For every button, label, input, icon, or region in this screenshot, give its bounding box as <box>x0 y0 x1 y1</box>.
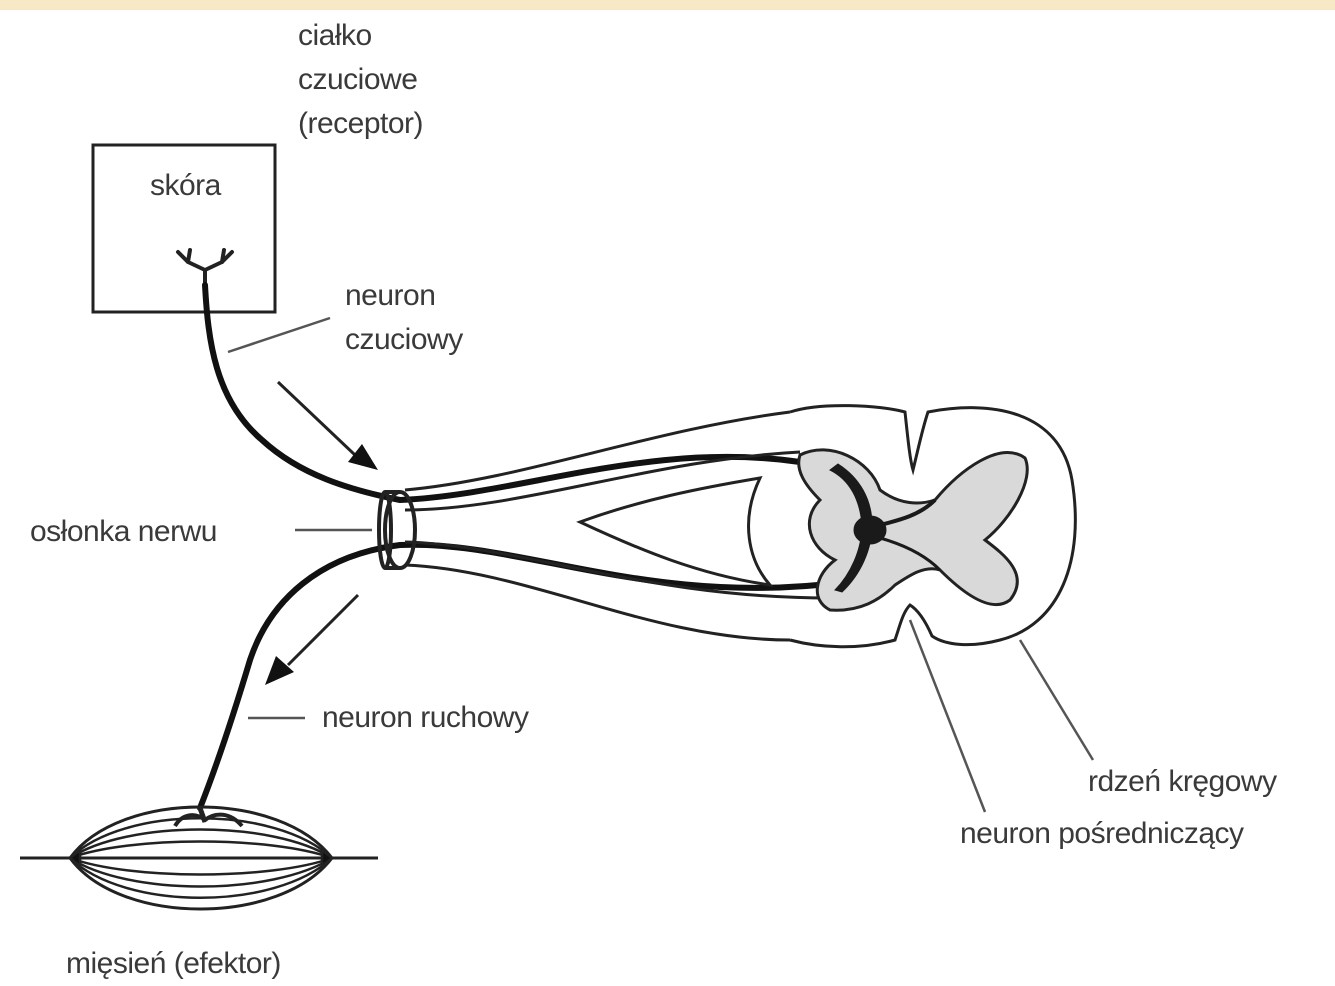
muscle-effector <box>20 807 378 909</box>
receptor-endings <box>178 250 232 285</box>
sensory-neuron-fiber <box>205 285 800 500</box>
label-interneuron: neuron pośredniczący <box>960 812 1244 856</box>
label-receptor: ciałko czuciowe (receptor) <box>298 14 423 146</box>
signal-direction-arrows <box>265 382 378 685</box>
motor-direction-arrow <box>265 656 294 685</box>
label-receptor-line-1: ciałko <box>298 14 423 58</box>
label-skin: skóra <box>150 164 221 208</box>
spinal-nerve-outline <box>405 412 840 640</box>
label-receptor-line-3: (receptor) <box>298 102 423 146</box>
label-sensory-neuron-line-1: neuron <box>345 274 463 318</box>
label-motor-neuron: neuron ruchowy <box>322 696 528 740</box>
label-nerve-sheath: osłonka nerwu <box>30 510 217 554</box>
label-sensory-neuron: neuron czuciowy <box>345 274 463 362</box>
label-spinal-cord: rdzeń kręgowy <box>1088 760 1277 804</box>
label-sensory-neuron-line-2: czuciowy <box>345 318 463 362</box>
nerve-sheath-cylinder <box>379 492 415 568</box>
label-receptor-line-2: czuciowe <box>298 58 423 102</box>
label-muscle: mięsień (efektor) <box>66 942 281 986</box>
sensory-direction-arrow <box>348 444 378 470</box>
